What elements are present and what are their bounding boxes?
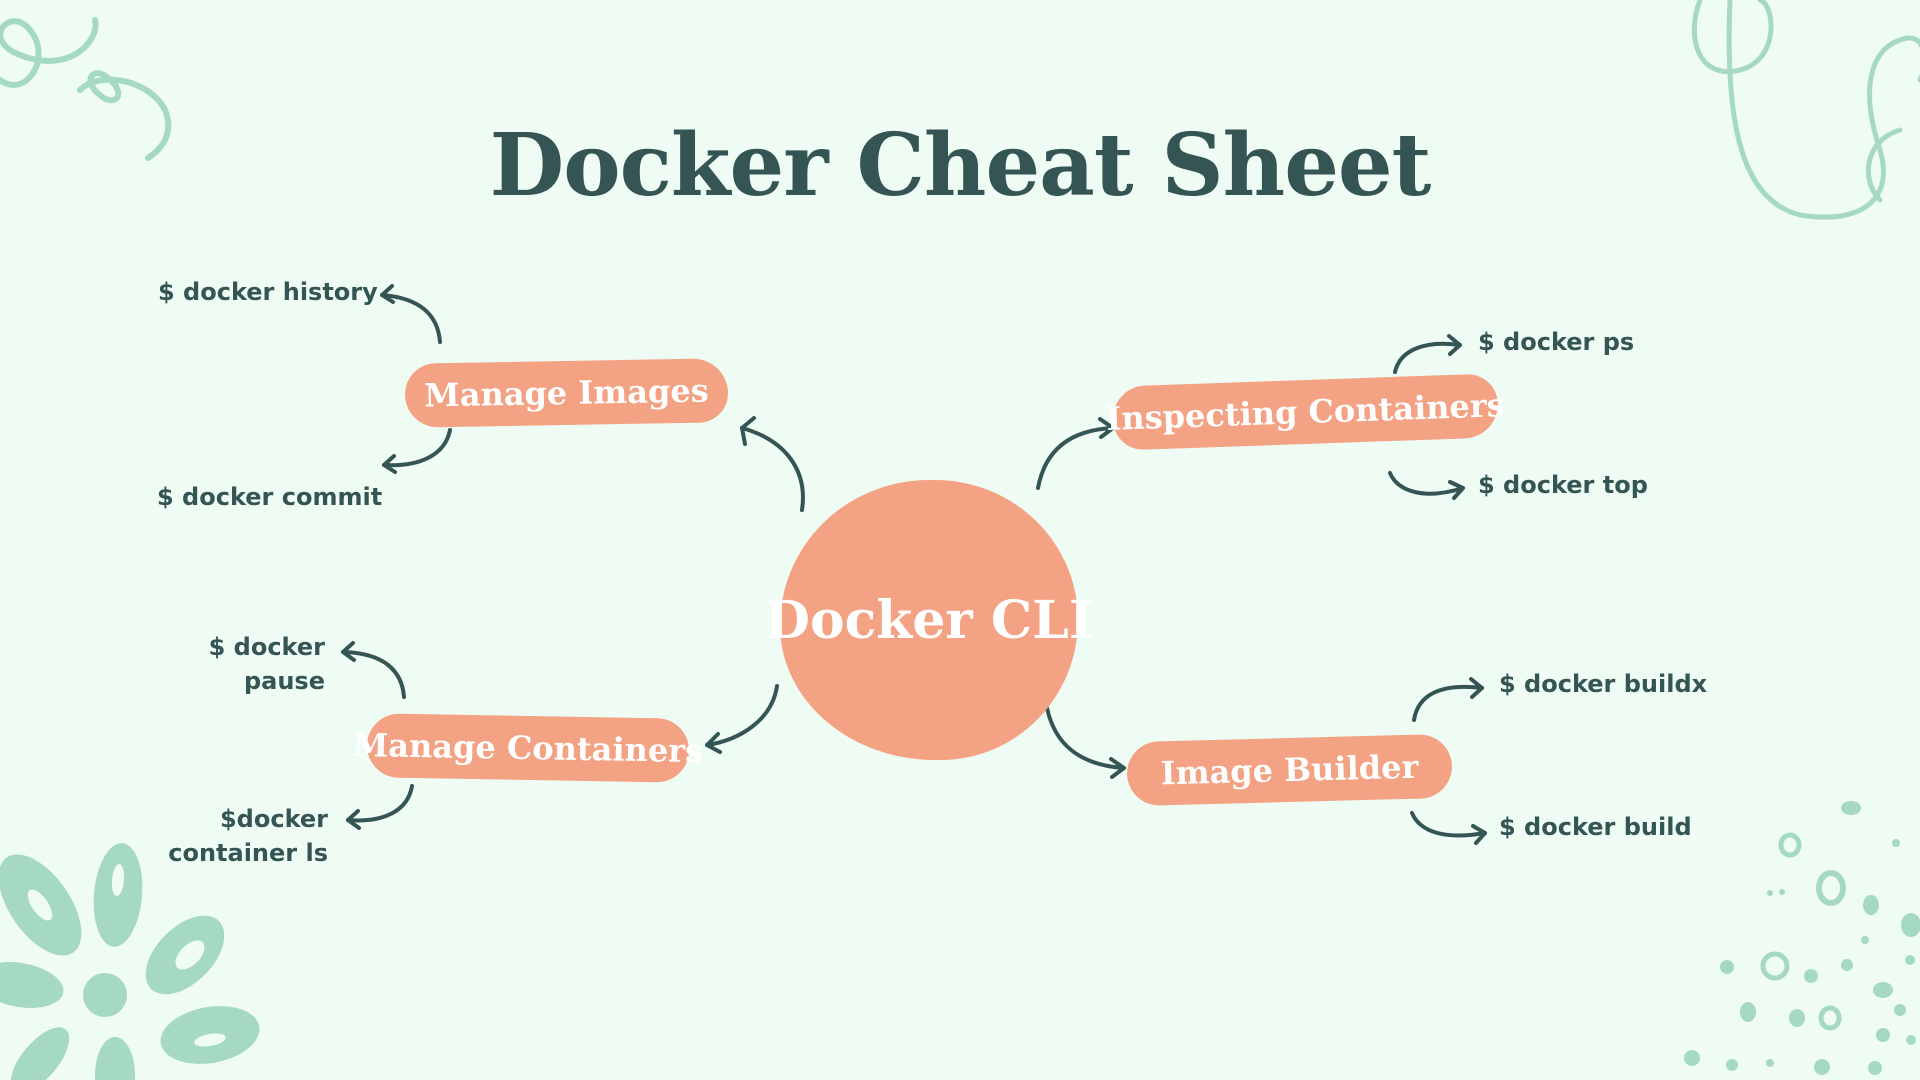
arrow-to-docker-ps (1393, 341, 1462, 374)
arrow-center-to-manage-containers (705, 684, 779, 747)
cmd-docker-history: $ docker history (158, 278, 378, 306)
arrow-center-to-manage-images (740, 426, 805, 512)
page-title: Docker Cheat Sheet (489, 115, 1432, 216)
cmd-docker-pause-line1: $ docker (208, 633, 325, 661)
dots-decoration-bottom-right (1684, 801, 1920, 1075)
cmd-docker-commit: $ docker commit (157, 483, 383, 511)
cmd-docker-container-ls-line2: container ls (168, 839, 328, 867)
arrow-to-docker-container-ls (346, 784, 414, 823)
flower-decoration-bottom-left (0, 843, 260, 1080)
center-node-label: Docker CLI (764, 589, 1094, 651)
cmd-docker-container-ls: $docker container ls (150, 802, 328, 870)
arrow-to-docker-pause (341, 650, 406, 699)
arrow-to-docker-build (1410, 811, 1487, 838)
cmd-docker-pause: $ docker pause (190, 630, 325, 698)
cmd-docker-build: $ docker build (1499, 813, 1692, 841)
node-inspecting-containers: Inspecting Containers (1106, 373, 1505, 451)
cmd-docker-pause-line2: pause (243, 667, 325, 695)
arrow-to-docker-buildx (1412, 685, 1484, 722)
node-image-builder-label: Image Builder (1160, 747, 1419, 793)
squiggle-decoration-top-left (0, 17, 172, 161)
node-image-builder: Image Builder (1126, 733, 1453, 807)
center-node: Docker CLI (765, 480, 1093, 760)
cmd-docker-buildx: $ docker buildx (1499, 670, 1708, 698)
squiggle-decoration-top-right (1691, 0, 1920, 220)
node-manage-containers: Manage Containers (353, 713, 703, 783)
arrow-to-docker-history (380, 293, 442, 344)
loop-decoration-top-left (87, 70, 122, 104)
curve-decoration-top-right (1865, 127, 1903, 203)
arrow-to-docker-top (1388, 471, 1465, 496)
cmd-docker-container-ls-line1: $docker (219, 805, 328, 833)
cmd-docker-ps: $ docker ps (1478, 328, 1635, 356)
cmd-docker-top: $ docker top (1478, 471, 1648, 499)
arrow-to-docker-commit (382, 428, 452, 468)
node-manage-containers-label: Manage Containers (352, 725, 704, 771)
arrow-center-to-image-builder (1045, 706, 1126, 770)
node-inspecting-containers-label: Inspecting Containers (1105, 386, 1506, 438)
node-manage-images: Manage Images (404, 358, 729, 428)
arrow-center-to-inspecting (1036, 426, 1115, 490)
node-manage-images-label: Manage Images (424, 371, 709, 415)
